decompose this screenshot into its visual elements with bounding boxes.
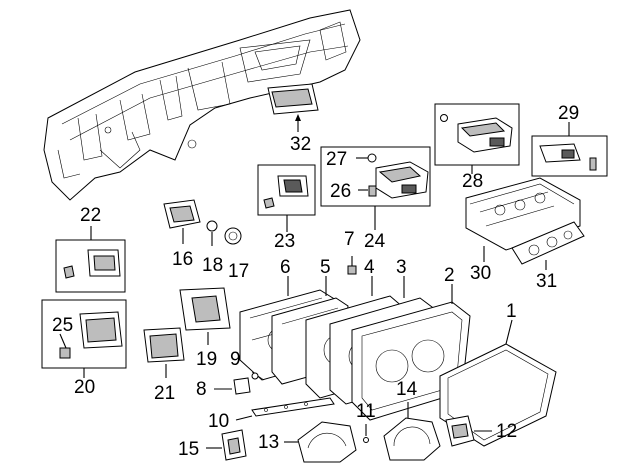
callout-26: 26 <box>330 181 352 202</box>
callout-25: 25 <box>52 315 74 336</box>
callout-12: 12 <box>496 421 518 442</box>
part-29-module <box>539 143 597 171</box>
callout-11: 11 <box>356 401 376 422</box>
part-19-switch <box>179 287 231 345</box>
callout-20: 20 <box>74 377 96 398</box>
part-28-module <box>440 114 513 153</box>
part-23-switch <box>263 175 309 209</box>
callout-19: 19 <box>196 349 218 370</box>
part-32-switch <box>267 83 319 132</box>
callout-31: 31 <box>536 271 558 292</box>
part-10-strip <box>235 397 335 421</box>
callout-6: 6 <box>280 257 291 278</box>
callout-15: 15 <box>178 439 200 460</box>
part-18-knob <box>206 220 218 246</box>
callout-24: 24 <box>364 231 386 252</box>
callout-29: 29 <box>558 103 580 124</box>
part-8-socket <box>214 377 251 395</box>
box-28 <box>434 103 520 166</box>
part-21-switch <box>143 327 185 378</box>
callout-32: 32 <box>290 134 312 155</box>
part-15-socket <box>206 429 247 461</box>
part-22-switch <box>63 249 121 279</box>
callout-8: 8 <box>196 379 207 400</box>
callout-17: 17 <box>228 261 250 282</box>
part-20-switch <box>59 311 123 359</box>
part-9-bulb <box>251 371 265 381</box>
callout-13: 13 <box>258 432 280 453</box>
part-16-switch <box>163 199 201 244</box>
callout-9: 9 <box>230 349 241 370</box>
callout-2: 2 <box>444 265 455 286</box>
cluster-leaders <box>287 256 513 345</box>
callout-18: 18 <box>202 255 224 276</box>
callout-4: 4 <box>364 257 375 278</box>
callout-21: 21 <box>154 383 176 404</box>
part-14-gauge <box>383 402 441 461</box>
callout-22: 22 <box>80 205 102 226</box>
callout-28: 28 <box>462 171 484 192</box>
part-12-housing <box>445 415 492 447</box>
callout-14: 14 <box>396 379 418 400</box>
part-31-control-panel <box>511 221 585 270</box>
callout-30: 30 <box>470 263 492 284</box>
callout-27: 27 <box>326 149 348 170</box>
callout-1: 1 <box>506 301 517 322</box>
callout-3: 3 <box>396 257 407 278</box>
part-11-bulb <box>363 424 369 443</box>
callout-5: 5 <box>320 257 331 278</box>
callout-23: 23 <box>274 231 296 252</box>
instrument-panel-frame <box>43 9 361 201</box>
callout-7: 7 <box>344 229 355 250</box>
callout-16: 16 <box>172 249 194 270</box>
part-24-module <box>356 153 429 199</box>
box-leaders <box>83 122 570 378</box>
part-13-gauge <box>284 421 357 463</box>
callout-10: 10 <box>208 411 230 432</box>
part-17-knob <box>224 227 242 245</box>
